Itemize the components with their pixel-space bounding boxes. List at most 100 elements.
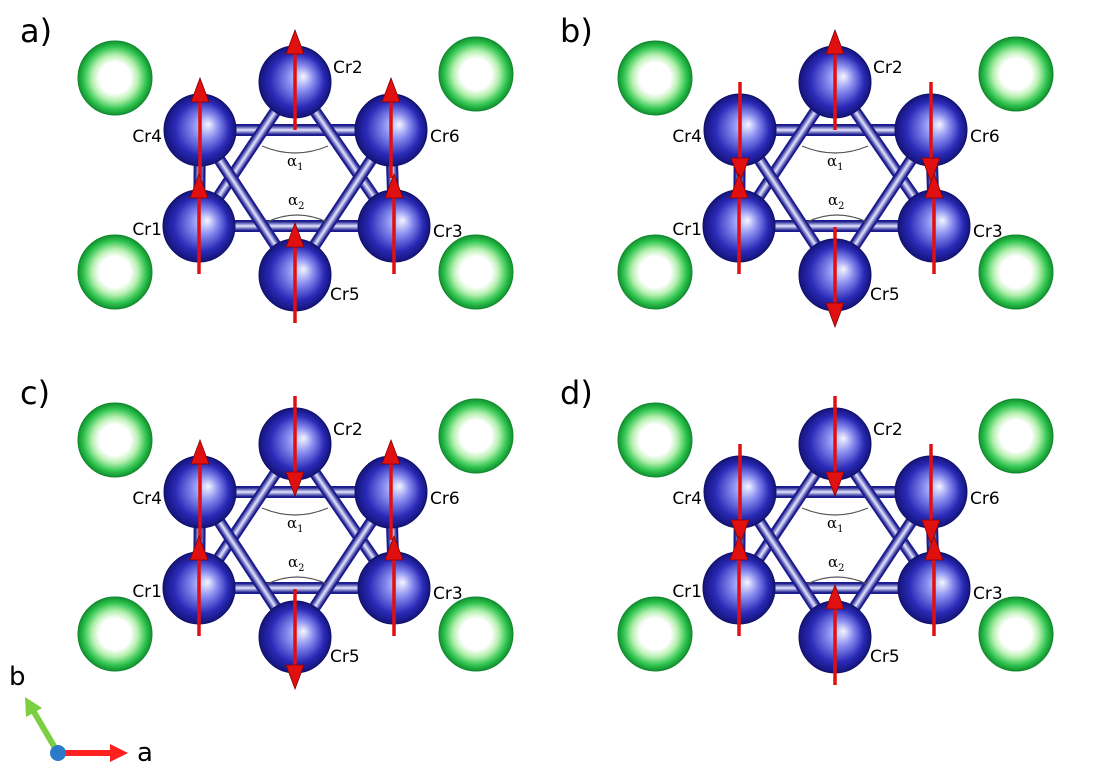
atom-label-cr2: Cr2 xyxy=(333,58,363,78)
atom-label-cr5: Cr5 xyxy=(870,647,900,667)
cr-bond xyxy=(199,582,394,594)
cr-bond xyxy=(292,129,394,276)
atom-label-cr4: Cr4 xyxy=(132,127,162,147)
cr-bond xyxy=(197,491,298,638)
angle-subscript: 2 xyxy=(298,563,304,574)
cr-bond xyxy=(197,129,298,276)
atom-label-cr1: Cr1 xyxy=(672,582,702,602)
atom-label-cr2: Cr2 xyxy=(873,420,903,440)
angle-subscript: 2 xyxy=(838,201,844,212)
atom-label-cr4: Cr4 xyxy=(672,489,702,509)
angle-label-alpha1: α1 xyxy=(827,514,844,535)
atom-label-cr3: Cr3 xyxy=(433,584,463,604)
cr-bond xyxy=(737,491,838,638)
spin-arrow-cr6-up xyxy=(381,76,401,178)
ligand-atom xyxy=(978,234,1054,310)
atom-label-cr6: Cr6 xyxy=(970,489,1000,509)
axis-a-label: a xyxy=(137,738,153,768)
ligand-atom xyxy=(617,40,693,116)
spin-arrow-cr1-up xyxy=(189,534,209,636)
angle-label-alpha2: α2 xyxy=(828,191,845,212)
spin-arrow-cr5-up xyxy=(285,221,305,323)
atom-label-cr6: Cr6 xyxy=(970,127,1000,147)
atom-label-cr1: Cr1 xyxy=(672,220,702,240)
panel-label: a) xyxy=(20,12,52,50)
spin-arrow-cr3-up xyxy=(384,172,404,274)
angle-arc-alpha2 xyxy=(806,576,868,585)
axis-b-arrowhead xyxy=(25,697,42,717)
angle-label-alpha1: α1 xyxy=(287,152,304,173)
spin-arrow-cr2-up xyxy=(285,28,305,130)
angle-symbol: α xyxy=(828,553,838,571)
cr-bond xyxy=(292,491,394,638)
atom-label-cr5: Cr5 xyxy=(330,285,360,305)
ligand-atom xyxy=(617,402,693,478)
angle-arc-alpha1 xyxy=(261,145,329,154)
cr-bond xyxy=(832,129,934,276)
angle-symbol: α xyxy=(288,553,298,571)
cr-bond xyxy=(196,442,298,590)
ligand-atom xyxy=(978,398,1054,474)
spin-arrow-cr2-up xyxy=(825,28,845,130)
angle-subscript: 1 xyxy=(297,524,303,535)
spin-arrow-cr6-down xyxy=(921,444,941,546)
axis-origin-dot xyxy=(50,745,66,761)
cr-bond xyxy=(736,442,838,590)
angle-arc-alpha2 xyxy=(266,576,328,585)
atom-label-cr6: Cr6 xyxy=(430,127,460,147)
cr-bond xyxy=(292,442,397,590)
spin-arrow-cr6-down xyxy=(921,82,941,184)
spin-arrow-cr6-up xyxy=(381,438,401,540)
angle-symbol: α xyxy=(827,152,837,170)
atom-label-cr3: Cr3 xyxy=(973,584,1003,604)
angle-label-alpha2: α2 xyxy=(288,553,305,574)
angle-arc-alpha1 xyxy=(801,507,869,516)
angle-label-alpha1: α1 xyxy=(287,514,304,535)
ligand-atom xyxy=(77,596,153,672)
ligand-atom xyxy=(77,40,153,116)
panel-label: c) xyxy=(20,374,50,412)
axis-a-arrowhead xyxy=(110,744,128,762)
axes-legend: a b xyxy=(9,662,153,768)
atom-label-cr3: Cr3 xyxy=(973,222,1003,242)
spin-arrow-cr3-up xyxy=(924,172,944,274)
spin-arrow-cr3-up xyxy=(924,534,944,636)
atom-label-cr4: Cr4 xyxy=(132,489,162,509)
angle-symbol: α xyxy=(288,191,298,209)
ligand-atom xyxy=(978,36,1054,112)
spin-arrow-cr1-up xyxy=(189,172,209,274)
angle-arc-alpha2 xyxy=(266,214,328,223)
ligand-atom xyxy=(617,234,693,310)
panel-label: b) xyxy=(560,12,593,50)
atom-label-cr6: Cr6 xyxy=(430,489,460,509)
ligand-atom xyxy=(438,398,514,474)
angle-label-alpha2: α2 xyxy=(288,191,305,212)
angle-symbol: α xyxy=(827,514,837,532)
angle-arc-alpha2 xyxy=(806,214,868,223)
angle-arc-alpha1 xyxy=(261,507,329,516)
spin-arrow-cr2-down xyxy=(825,396,845,498)
cr-bond xyxy=(832,491,934,638)
atom-label-cr1: Cr1 xyxy=(132,582,162,602)
angle-label-alpha1: α1 xyxy=(827,152,844,173)
atom-label-cr1: Cr1 xyxy=(132,220,162,240)
cr-bond xyxy=(292,80,397,228)
angle-subscript: 1 xyxy=(297,162,303,173)
ligand-atom xyxy=(978,596,1054,672)
atom-label-cr4: Cr4 xyxy=(672,127,702,147)
cr-bond xyxy=(739,220,934,232)
angle-symbol: α xyxy=(287,514,297,532)
atom-label-cr5: Cr5 xyxy=(330,647,360,667)
panel-label: d) xyxy=(560,374,593,412)
angle-symbol: α xyxy=(828,191,838,209)
spin-arrow-cr5-down xyxy=(285,589,305,691)
angle-subscript: 2 xyxy=(298,201,304,212)
ligand-atom xyxy=(617,596,693,672)
spin-arrow-cr4-down xyxy=(730,82,750,184)
atom-label-cr2: Cr2 xyxy=(333,420,363,440)
